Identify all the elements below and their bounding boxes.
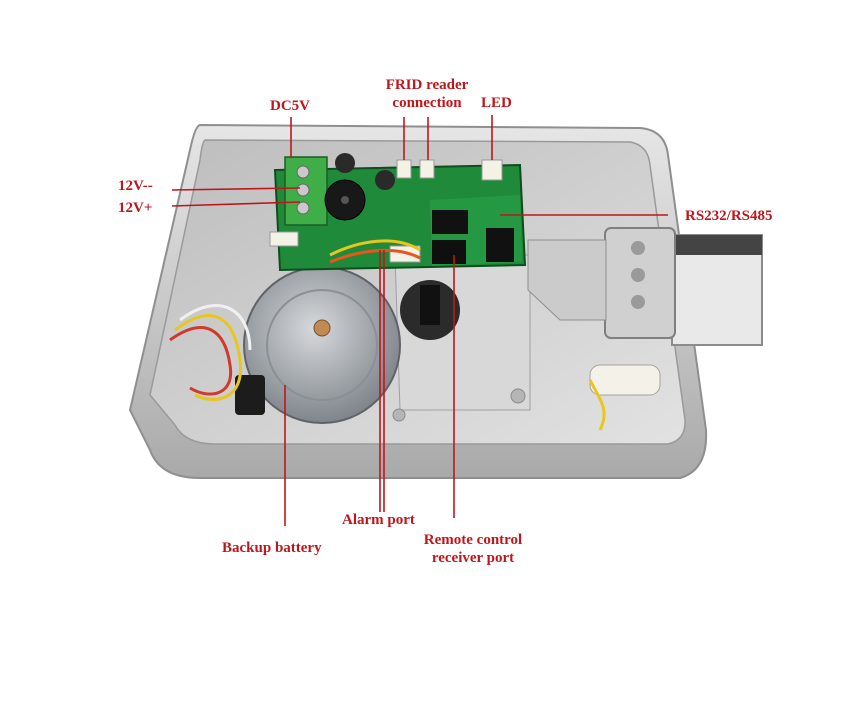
label-alarm-port: Alarm port — [342, 512, 415, 528]
leader-12v-plus — [171, 201, 301, 207]
label-frid-line2: connection — [392, 95, 462, 111]
connector-icon — [396, 159, 412, 179]
label-led: LED — [481, 95, 512, 111]
leader-12v-minus — [171, 187, 301, 191]
label-remote-line1: Remote control — [423, 532, 523, 548]
label-frid-reader: FRID reader connection — [380, 76, 474, 112]
wire-harness-icon — [169, 304, 606, 431]
label-remote-line2: receiver port — [431, 550, 515, 566]
label-backup-battery: Backup battery — [222, 540, 322, 556]
label-rs232-rs485: RS232/RS485 — [685, 208, 773, 224]
label-remote-control: Remote control receiver port — [412, 531, 534, 567]
stepper-motor-icon — [235, 266, 401, 424]
control-board-icon — [269, 153, 527, 272]
label-12v-plus: 12V+ — [118, 200, 153, 216]
bolt-icon — [527, 227, 763, 396]
label-dc5v: DC5V — [270, 98, 310, 114]
leader-lines — [171, 115, 668, 526]
label-12v-minus: 12V-- — [118, 178, 153, 194]
shaft-icon — [400, 280, 460, 340]
label-frid-line1: FRID reader — [385, 77, 469, 93]
